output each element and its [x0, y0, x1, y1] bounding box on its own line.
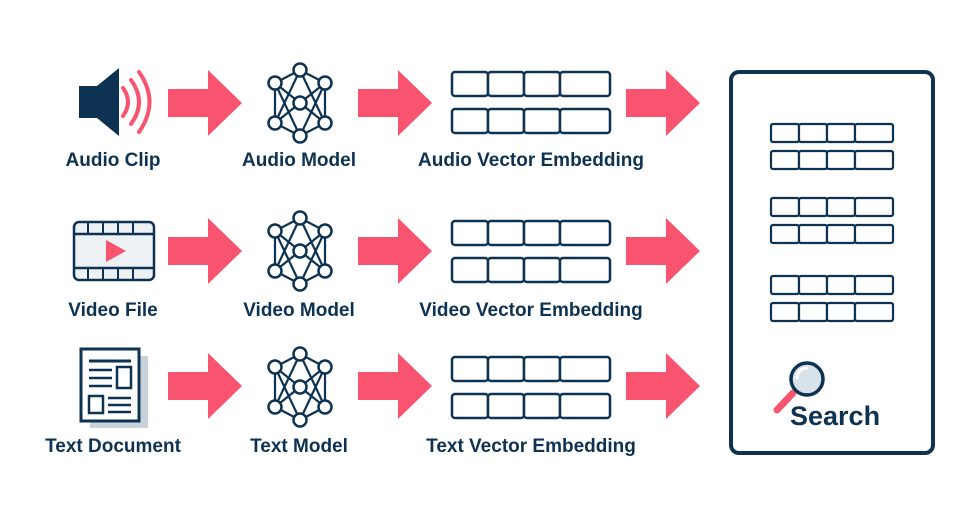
audio-embedding-label: Audio Vector Embedding	[418, 150, 644, 171]
arrow-icon	[626, 218, 700, 284]
document-icon	[79, 347, 148, 428]
text-model-label: Text Model	[250, 436, 348, 457]
arrow-icon	[358, 70, 432, 136]
video-model-label: Video Model	[243, 300, 355, 321]
vector-embedding-icon	[450, 70, 612, 135]
vector-embedding-icon	[450, 355, 612, 420]
magnifier-icon	[773, 361, 825, 414]
audio-model-label: Audio Model	[242, 150, 356, 171]
audio-clip-label: Audio Clip	[65, 150, 161, 171]
video-file-label: Video File	[68, 300, 158, 321]
neural-network-icon	[267, 346, 333, 428]
arrow-icon	[168, 70, 242, 136]
arrow-icon	[358, 218, 432, 284]
arrow-icon	[358, 353, 432, 419]
text-embedding-label: Text Vector Embedding	[426, 436, 636, 457]
arrow-icon	[168, 218, 242, 284]
neural-network-icon	[267, 62, 333, 144]
video-film-icon	[72, 220, 156, 282]
neural-network-icon	[267, 210, 333, 292]
arrow-icon	[626, 353, 700, 419]
speaker-icon	[79, 68, 152, 136]
search-label: Search	[790, 401, 881, 431]
arrow-icon	[626, 70, 700, 136]
arrow-icon	[168, 353, 242, 419]
vector-embedding-icon	[450, 219, 612, 284]
text-document-label: Text Document	[45, 436, 181, 457]
video-embedding-label: Video Vector Embedding	[419, 300, 643, 321]
